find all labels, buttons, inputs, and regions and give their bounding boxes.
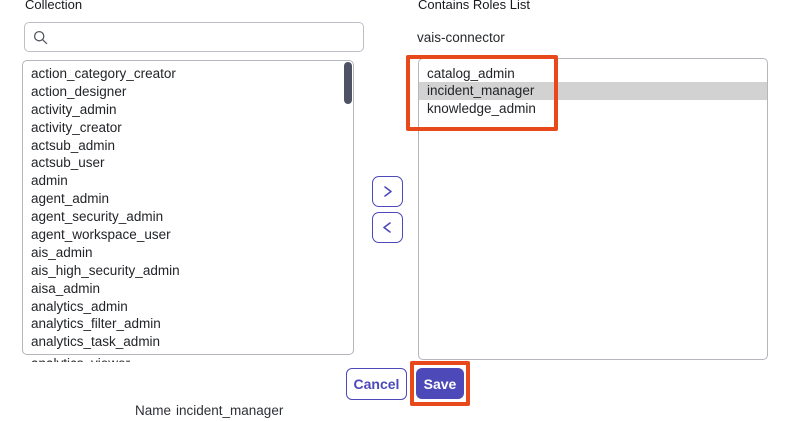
role-list-item[interactable]: catalog_admin: [427, 66, 515, 81]
collection-list-item[interactable]: agent_security_admin: [31, 209, 164, 225]
chevron-left-icon: [383, 222, 391, 233]
collection-list-item[interactable]: actsub_user: [31, 155, 105, 171]
collection-list-item[interactable]: action_designer: [31, 83, 127, 99]
collection-list-item[interactable]: analytics_admin: [31, 298, 128, 314]
collection-list-item[interactable]: aisa_admin: [31, 280, 101, 296]
collection-list-item[interactable]: activity_creator: [31, 119, 122, 135]
collection-label: Collection: [25, 0, 83, 12]
save-button[interactable]: Save: [416, 368, 464, 399]
collection-search-input[interactable]: [54, 28, 363, 46]
collection-scrollbar-thumb[interactable]: [344, 62, 352, 104]
name-field-value: incident_manager: [176, 403, 284, 418]
collection-list-item[interactable]: agent_workspace_user: [31, 227, 171, 243]
search-icon: [33, 30, 48, 44]
collection-list-item[interactable]: ais_high_security_admin: [31, 262, 180, 278]
collection-list-item[interactable]: admin: [31, 173, 68, 189]
move-right-button[interactable]: [372, 176, 403, 207]
contains-roles-label: Contains Roles List: [418, 0, 530, 12]
collection-list-item[interactable]: analytics_filter_admin: [31, 316, 161, 332]
group-name-text: vais-connector: [417, 30, 505, 45]
cancel-button[interactable]: Cancel: [346, 368, 407, 400]
collection-list-item[interactable]: analytics_task_admin: [31, 334, 161, 350]
move-left-button[interactable]: [372, 212, 403, 243]
collection-list-item[interactable]: actsub_admin: [31, 137, 116, 153]
chevron-right-icon: [384, 186, 392, 197]
role-list-item[interactable]: incident_manager: [419, 82, 767, 100]
collection-list-item[interactable]: action_category_creator: [31, 66, 176, 81]
collection-list-item[interactable]: ais_admin: [31, 244, 93, 260]
collection-list-item[interactable]: agent_admin: [31, 191, 110, 207]
collection-search-box[interactable]: [24, 22, 364, 52]
collection-list-item[interactable]: activity_admin: [31, 101, 117, 117]
collection-clipped-item: analytics_viewer: [31, 357, 331, 362]
name-field-label: Name: [135, 403, 172, 418]
role-list-item[interactable]: knowledge_admin: [427, 100, 536, 116]
